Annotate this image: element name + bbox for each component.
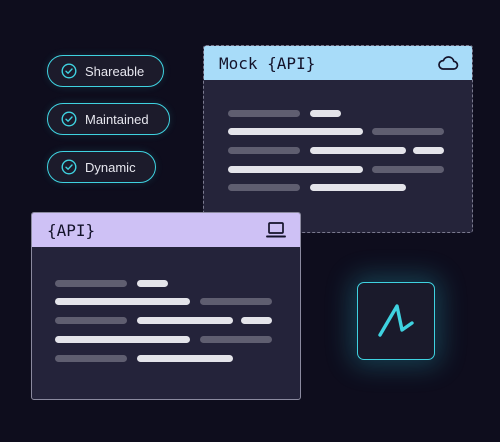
code-line bbox=[55, 317, 127, 324]
code-line bbox=[55, 336, 190, 343]
feature-pill-maintained: Maintained bbox=[47, 103, 170, 135]
api-window: {API} bbox=[31, 212, 301, 400]
code-line bbox=[241, 317, 272, 324]
pill-label: Maintained bbox=[85, 111, 149, 127]
api-title: {API} bbox=[47, 220, 96, 240]
code-line bbox=[200, 298, 272, 305]
check-circle-icon bbox=[61, 63, 77, 79]
feature-pill-dynamic: Dynamic bbox=[47, 151, 156, 183]
code-line bbox=[228, 110, 300, 117]
code-line bbox=[137, 280, 168, 287]
code-line bbox=[228, 184, 300, 191]
code-line bbox=[55, 298, 190, 305]
code-line bbox=[228, 147, 300, 154]
check-circle-icon bbox=[61, 159, 77, 175]
code-line bbox=[200, 336, 272, 343]
check-circle-icon bbox=[61, 111, 77, 127]
pill-label: Shareable bbox=[85, 63, 145, 79]
feature-pill-shareable: Shareable bbox=[47, 55, 164, 87]
mock-api-titlebar: Mock {API} bbox=[204, 46, 472, 80]
code-line bbox=[228, 128, 363, 135]
api-titlebar: {API} bbox=[32, 213, 300, 247]
code-line bbox=[137, 355, 233, 362]
code-line bbox=[137, 317, 233, 324]
code-line bbox=[310, 147, 406, 154]
code-line bbox=[372, 166, 444, 173]
code-line bbox=[310, 110, 341, 117]
brand-logo-tile bbox=[357, 282, 435, 360]
cloud-icon bbox=[438, 56, 459, 70]
brand-logo-icon bbox=[378, 304, 414, 337]
code-line bbox=[413, 147, 444, 154]
code-line bbox=[55, 280, 127, 287]
laptop-icon bbox=[266, 222, 286, 238]
pill-label: Dynamic bbox=[85, 159, 136, 175]
code-line bbox=[372, 128, 444, 135]
mock-api-window: Mock {API} bbox=[203, 45, 473, 233]
code-line bbox=[228, 166, 363, 173]
mock-api-title: Mock {API} bbox=[219, 53, 316, 73]
code-line bbox=[55, 355, 127, 362]
code-line bbox=[310, 184, 406, 191]
